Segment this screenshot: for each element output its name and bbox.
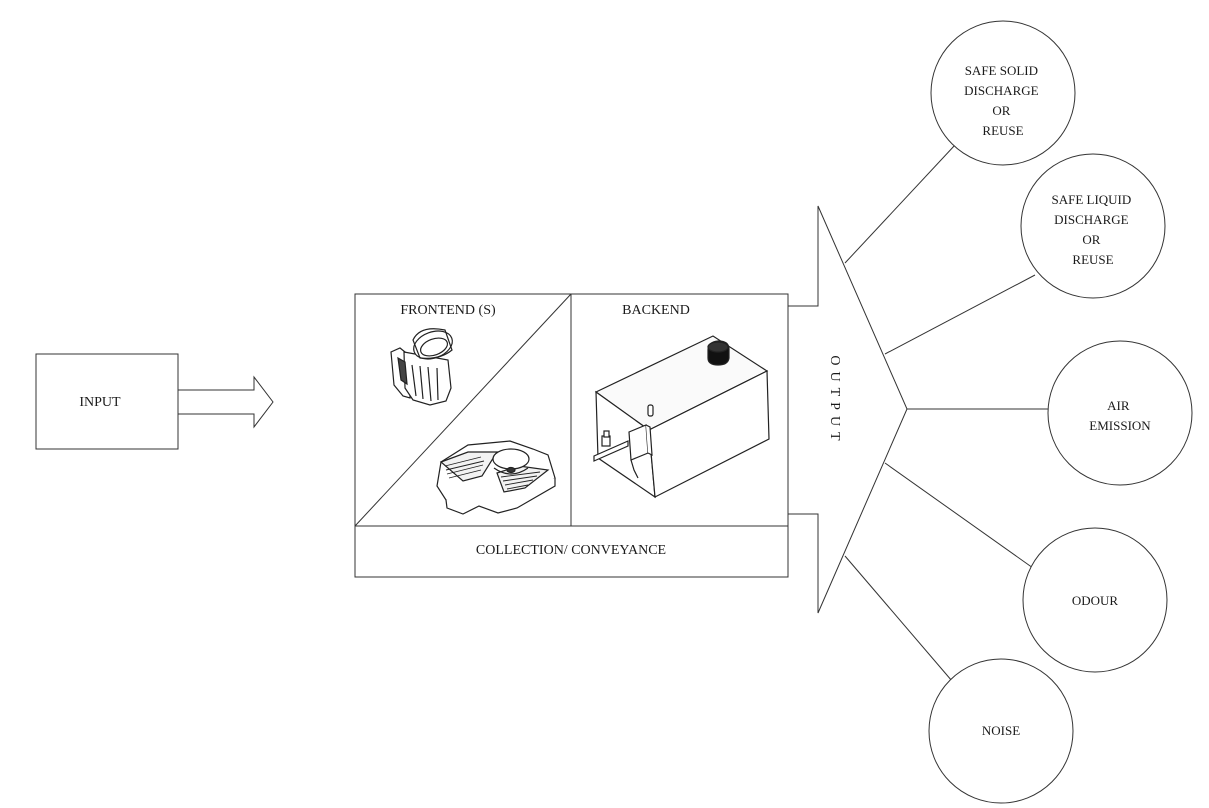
collection-label: COLLECTION/ CONVEYANCE	[476, 543, 666, 558]
output-circles: SAFE SOLID DISCHARGE OR REUSE SAFE LIQUI…	[928, 20, 1193, 804]
input-arrow	[178, 375, 274, 429]
svg-text:ODOUR: ODOUR	[1072, 593, 1119, 608]
output-item-solid-line-1: SAFE SOLID	[965, 63, 1038, 78]
input-block: INPUT	[35, 353, 179, 450]
output-item-noise: NOISE	[928, 658, 1074, 804]
treatment-tank-icon	[593, 335, 770, 499]
input-label: INPUT	[79, 395, 121, 410]
svg-text:AIR EMISSION: AIR EMISSION	[1089, 398, 1151, 433]
output-arrow	[788, 205, 908, 614]
system-block: FRONTEND (S) BACKEND COLLECTION/ CONVEYA…	[354, 293, 789, 578]
frontend-label: FRONTEND (S)	[400, 303, 496, 318]
backend-label: BACKEND	[622, 303, 690, 318]
squat-toilet-pan-icon	[436, 440, 556, 515]
input-box	[35, 353, 179, 450]
output-item-liquid: SAFE LIQUID DISCHARGE OR REUSE	[1020, 153, 1166, 299]
output-item-solid-line-3: OR	[992, 103, 1010, 118]
output-label: OUTPUT	[827, 355, 842, 446]
connector-noise	[844, 555, 953, 682]
output-item-air: AIR EMISSION	[1047, 340, 1193, 486]
output-item-solid-line-4: REUSE	[982, 123, 1023, 138]
output-item-odour: ODOUR	[1022, 527, 1168, 673]
western-toilet-icon	[390, 328, 453, 406]
output-item-liquid-line-2: DISCHARGE	[1054, 212, 1128, 227]
output-item-noise-line-1: NOISE	[982, 723, 1020, 738]
output-item-air-line-1: AIR	[1107, 398, 1130, 413]
output-item-liquid-line-3: OR	[1082, 232, 1100, 247]
output-item-liquid-line-4: REUSE	[1072, 252, 1113, 267]
connector-odour	[884, 462, 1034, 569]
connector-solid	[844, 144, 956, 264]
output-item-air-line-2: EMISSION	[1089, 418, 1151, 433]
frontend-diagonal	[354, 293, 572, 527]
output-item-liquid-line-1: SAFE LIQUID	[1051, 192, 1131, 207]
svg-text:SAFE LIQUID DISCHARGE: SAFE LIQUID DISCHARGE OR REUSE	[1051, 192, 1134, 267]
connector-liquid	[884, 274, 1036, 355]
output-item-odour-line-1: ODOUR	[1072, 593, 1119, 608]
output-item-solid: SAFE SOLID DISCHARGE OR REUSE	[930, 20, 1076, 166]
svg-text:NOISE: NOISE	[982, 723, 1020, 738]
output-item-solid-line-2: DISCHARGE	[964, 83, 1038, 98]
output-connectors	[844, 144, 1048, 682]
svg-text:SAFE SOLID DISCHARGE: SAFE SOLID DISCHARGE OR REUSE	[964, 63, 1042, 138]
